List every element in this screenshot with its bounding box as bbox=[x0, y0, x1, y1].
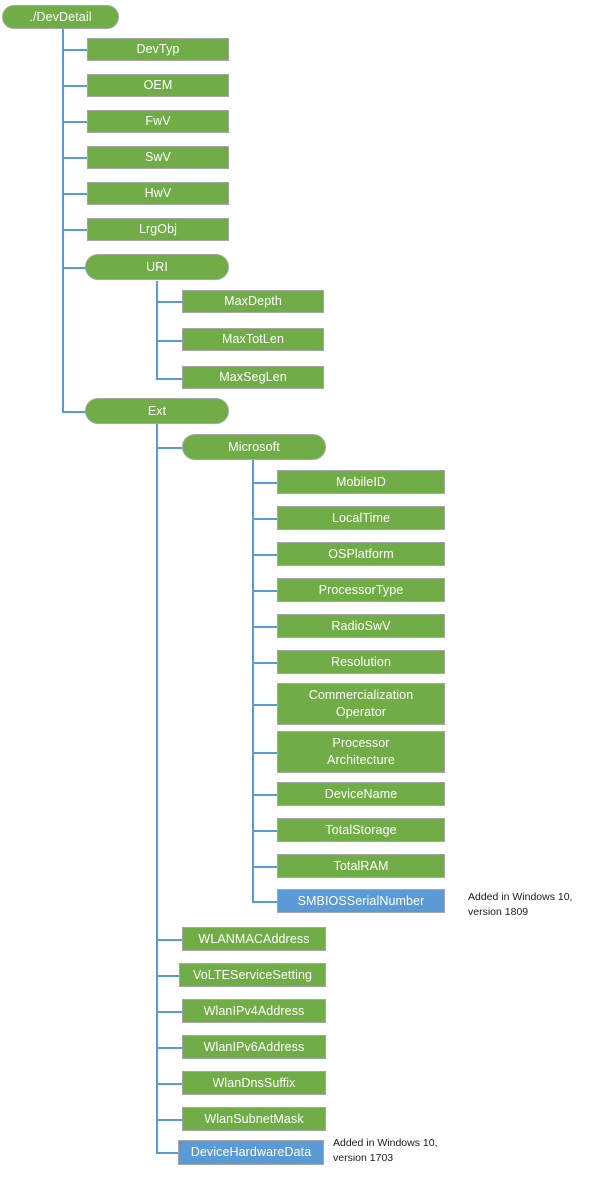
connector-root-to-ext bbox=[62, 411, 88, 413]
connector-microsoft-to-localtime bbox=[252, 518, 278, 520]
connector-root-to-devtyp bbox=[62, 49, 88, 51]
connector-microsoft-trunk bbox=[252, 459, 254, 902]
node-fwv[interactable]: FwV bbox=[87, 110, 229, 133]
node-lrgobj[interactable]: LrgObj bbox=[87, 218, 229, 241]
connector-uri-to-maxseglen bbox=[156, 378, 183, 380]
connector-microsoft-to-totalstorage bbox=[252, 830, 278, 832]
node-root-devdetail[interactable]: ./DevDetail bbox=[2, 5, 119, 29]
connector-microsoft-to-processorarchitecture bbox=[252, 752, 278, 754]
node-radioswv[interactable]: RadioSwV bbox=[277, 614, 445, 638]
node-resolution[interactable]: Resolution bbox=[277, 650, 445, 674]
node-processortype[interactable]: ProcessorType bbox=[277, 578, 445, 602]
node-totalram[interactable]: TotalRAM bbox=[277, 854, 445, 878]
node-localtime[interactable]: LocalTime bbox=[277, 506, 445, 530]
node-wlandnssuffix[interactable]: WlanDnsSuffix bbox=[182, 1071, 326, 1095]
connector-microsoft-to-processortype bbox=[252, 590, 278, 592]
node-mobileid[interactable]: MobileID bbox=[277, 470, 445, 494]
node-devicehardwaredata[interactable]: DeviceHardwareData bbox=[178, 1140, 324, 1165]
node-oem[interactable]: OEM bbox=[87, 74, 229, 97]
connector-ext-to-wlansubnetmask bbox=[156, 1119, 183, 1121]
node-processorarchitecture[interactable]: Processor Architecture bbox=[277, 731, 445, 773]
node-osplatform[interactable]: OSPlatform bbox=[277, 542, 445, 566]
node-maxdepth[interactable]: MaxDepth bbox=[182, 290, 324, 313]
connector-microsoft-to-osplatform bbox=[252, 554, 278, 556]
node-commercializationoperator[interactable]: Commercialization Operator bbox=[277, 683, 445, 725]
node-wlansubnetmask[interactable]: WlanSubnetMask bbox=[182, 1107, 326, 1131]
connector-microsoft-to-mobileid bbox=[252, 482, 278, 484]
connector-root-to-uri bbox=[62, 267, 88, 269]
connector-root-to-swv bbox=[62, 157, 88, 159]
connector-microsoft-to-smbiosserialnumber bbox=[252, 901, 278, 903]
note-devicehardwaredata-added-version: Added in Windows 10, version 1703 bbox=[333, 1137, 438, 1165]
note-smbiosserialnumber-added-version: Added in Windows 10, version 1809 bbox=[468, 891, 573, 919]
connector-uri-to-maxtotlen bbox=[156, 340, 183, 342]
node-hwv[interactable]: HwV bbox=[87, 182, 229, 205]
connector-microsoft-to-totalram bbox=[252, 866, 278, 868]
node-devicename[interactable]: DeviceName bbox=[277, 782, 445, 806]
connector-ext-trunk bbox=[156, 423, 158, 1153]
connector-root-to-lrgobj bbox=[62, 229, 88, 231]
node-ext[interactable]: Ext bbox=[85, 398, 229, 424]
connector-root-trunk bbox=[62, 27, 64, 412]
connector-uri-to-maxdepth bbox=[156, 301, 183, 303]
connector-ext-to-wlandnssuffix bbox=[156, 1083, 183, 1085]
node-wlanipv6address[interactable]: WlanIPv6Address bbox=[182, 1035, 326, 1059]
node-wlanipv4address[interactable]: WlanIPv4Address bbox=[182, 999, 326, 1023]
connector-ext-to-microsoft bbox=[156, 447, 183, 449]
node-uri[interactable]: URI bbox=[85, 254, 229, 280]
node-microsoft[interactable]: Microsoft bbox=[182, 434, 326, 460]
connector-ext-to-wlanipv6address bbox=[156, 1047, 183, 1049]
node-smbiosserialnumber[interactable]: SMBIOSSerialNumber bbox=[277, 889, 445, 913]
connector-root-to-oem bbox=[62, 85, 88, 87]
node-totalstorage[interactable]: TotalStorage bbox=[277, 818, 445, 842]
connector-ext-to-devicehardwaredata bbox=[156, 1152, 183, 1154]
connector-microsoft-to-resolution bbox=[252, 662, 278, 664]
connector-uri-trunk bbox=[156, 281, 158, 379]
connector-ext-to-wlanmacaddress bbox=[156, 939, 183, 941]
node-devtyp[interactable]: DevTyp bbox=[87, 38, 229, 61]
node-maxseglen[interactable]: MaxSegLen bbox=[182, 366, 324, 389]
node-swv[interactable]: SwV bbox=[87, 146, 229, 169]
connector-microsoft-to-commercializationoperator bbox=[252, 704, 278, 706]
connector-ext-to-voltservicesetting bbox=[156, 975, 183, 977]
node-voltservicesetting[interactable]: VoLTEServiceSetting bbox=[179, 963, 326, 987]
connector-root-to-hwv bbox=[62, 193, 88, 195]
node-maxtotlen[interactable]: MaxTotLen bbox=[182, 328, 324, 351]
connector-microsoft-to-radioswv bbox=[252, 626, 278, 628]
connector-microsoft-to-devicename bbox=[252, 794, 278, 796]
node-wlanmacaddress[interactable]: WLANMACAddress bbox=[182, 927, 326, 951]
connector-root-to-fwv bbox=[62, 121, 88, 123]
connector-ext-to-wlanipv4address bbox=[156, 1011, 183, 1013]
